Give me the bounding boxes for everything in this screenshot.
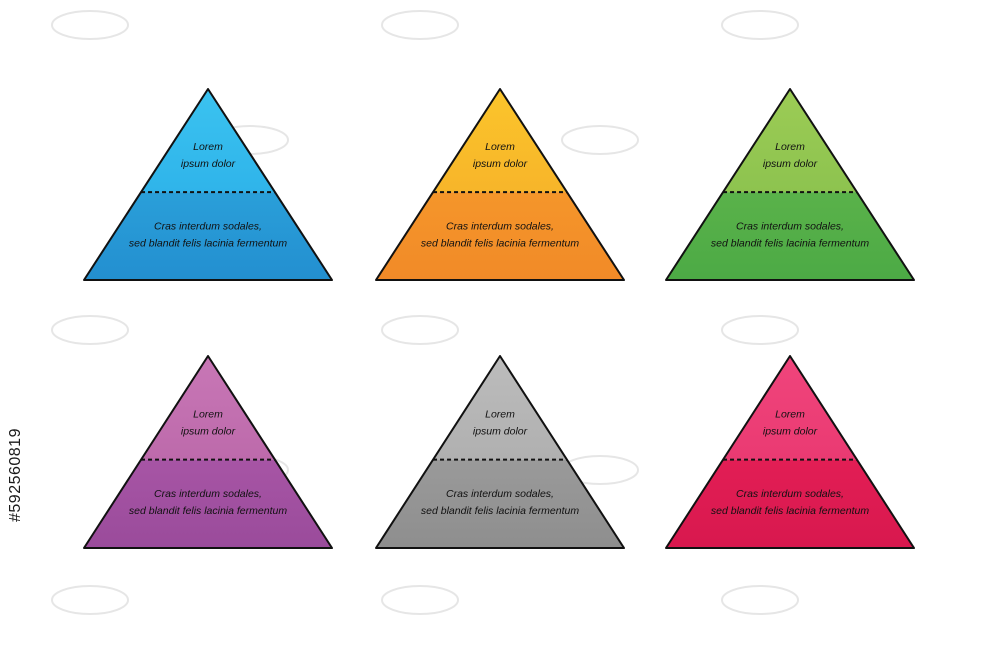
pyramid-bottom-label: sed blandit felis lacinia fermentum: [711, 237, 869, 249]
pyramid-top-section: [141, 89, 275, 193]
watermark-mark: [561, 125, 639, 155]
pyramid-top-label: ipsum dolor: [763, 425, 818, 437]
pyramid-top-label: Lorem: [485, 141, 515, 153]
watermark-mark: [721, 10, 799, 40]
pyramid-top-label: Lorem: [193, 141, 223, 153]
pyramid-top-section: [141, 356, 275, 460]
pyramid-top-section: [723, 356, 857, 460]
pyramid-bottom-label: sed blandit felis lacinia fermentum: [421, 237, 579, 249]
pyramid-bottom-label: Cras interdum sodales,: [154, 220, 262, 232]
pyramid-outline: [665, 88, 915, 281]
pyramid-top-label: ipsum dolor: [181, 425, 236, 437]
pyramid-bottom-label: sed blandit felis lacinia fermentum: [129, 237, 287, 249]
watermark-mark: [721, 315, 799, 345]
watermark-mark: [721, 585, 799, 615]
pyramid-bottom-label: Cras interdum sodales,: [446, 220, 554, 232]
pyramid-top-label: Lorem: [193, 408, 223, 420]
pyramid-outline: [375, 88, 625, 281]
pyramid-bottom-label: sed blandit felis lacinia fermentum: [711, 505, 869, 517]
pyramid-top-label: ipsum dolor: [473, 425, 528, 437]
pyramid-outline: [665, 355, 915, 549]
pyramid-top-label: ipsum dolor: [473, 158, 528, 170]
pyramid-top-label: Lorem: [775, 408, 805, 420]
watermark-mark: [51, 585, 129, 615]
pyramid-bottom-section: [666, 192, 914, 280]
pyramid-bottom-label: Cras interdum sodales,: [446, 488, 554, 500]
pyramid-outline: [83, 88, 333, 281]
pyramid-top-label: Lorem: [775, 141, 805, 153]
pyramid-bottom-section: [666, 459, 914, 548]
pyramid-bottom-section: [84, 192, 332, 280]
pyramid-bottom-label: Cras interdum sodales,: [736, 488, 844, 500]
pyramid-bottom-label: sed blandit felis lacinia fermentum: [129, 505, 287, 517]
pyramid-bottom-label: Cras interdum sodales,: [154, 488, 262, 500]
pyramid-bottom-label: Cras interdum sodales,: [736, 220, 844, 232]
stock-watermark-id: #592560819: [7, 428, 24, 522]
pyramid-bottom-label: sed blandit felis lacinia fermentum: [421, 505, 579, 517]
pyramid-top-label: ipsum dolor: [181, 158, 236, 170]
watermark-mark: [381, 315, 459, 345]
pyramid-top-section: [723, 89, 857, 193]
pyramid-top-section: [433, 89, 567, 193]
pyramid-outline: [83, 355, 333, 549]
pyramid-bottom-section: [84, 459, 332, 548]
pyramid-outline: [375, 355, 625, 549]
pyramid-top-label: Lorem: [485, 408, 515, 420]
pyramid-bottom-section: [376, 192, 624, 280]
pyramid-top-label: ipsum dolor: [763, 158, 818, 170]
watermark-mark: [51, 10, 129, 40]
watermark-mark: [51, 315, 129, 345]
watermark-mark: [381, 585, 459, 615]
pyramid-bottom-section: [376, 459, 624, 548]
watermark-mark: [381, 10, 459, 40]
pyramid-top-section: [433, 356, 567, 460]
